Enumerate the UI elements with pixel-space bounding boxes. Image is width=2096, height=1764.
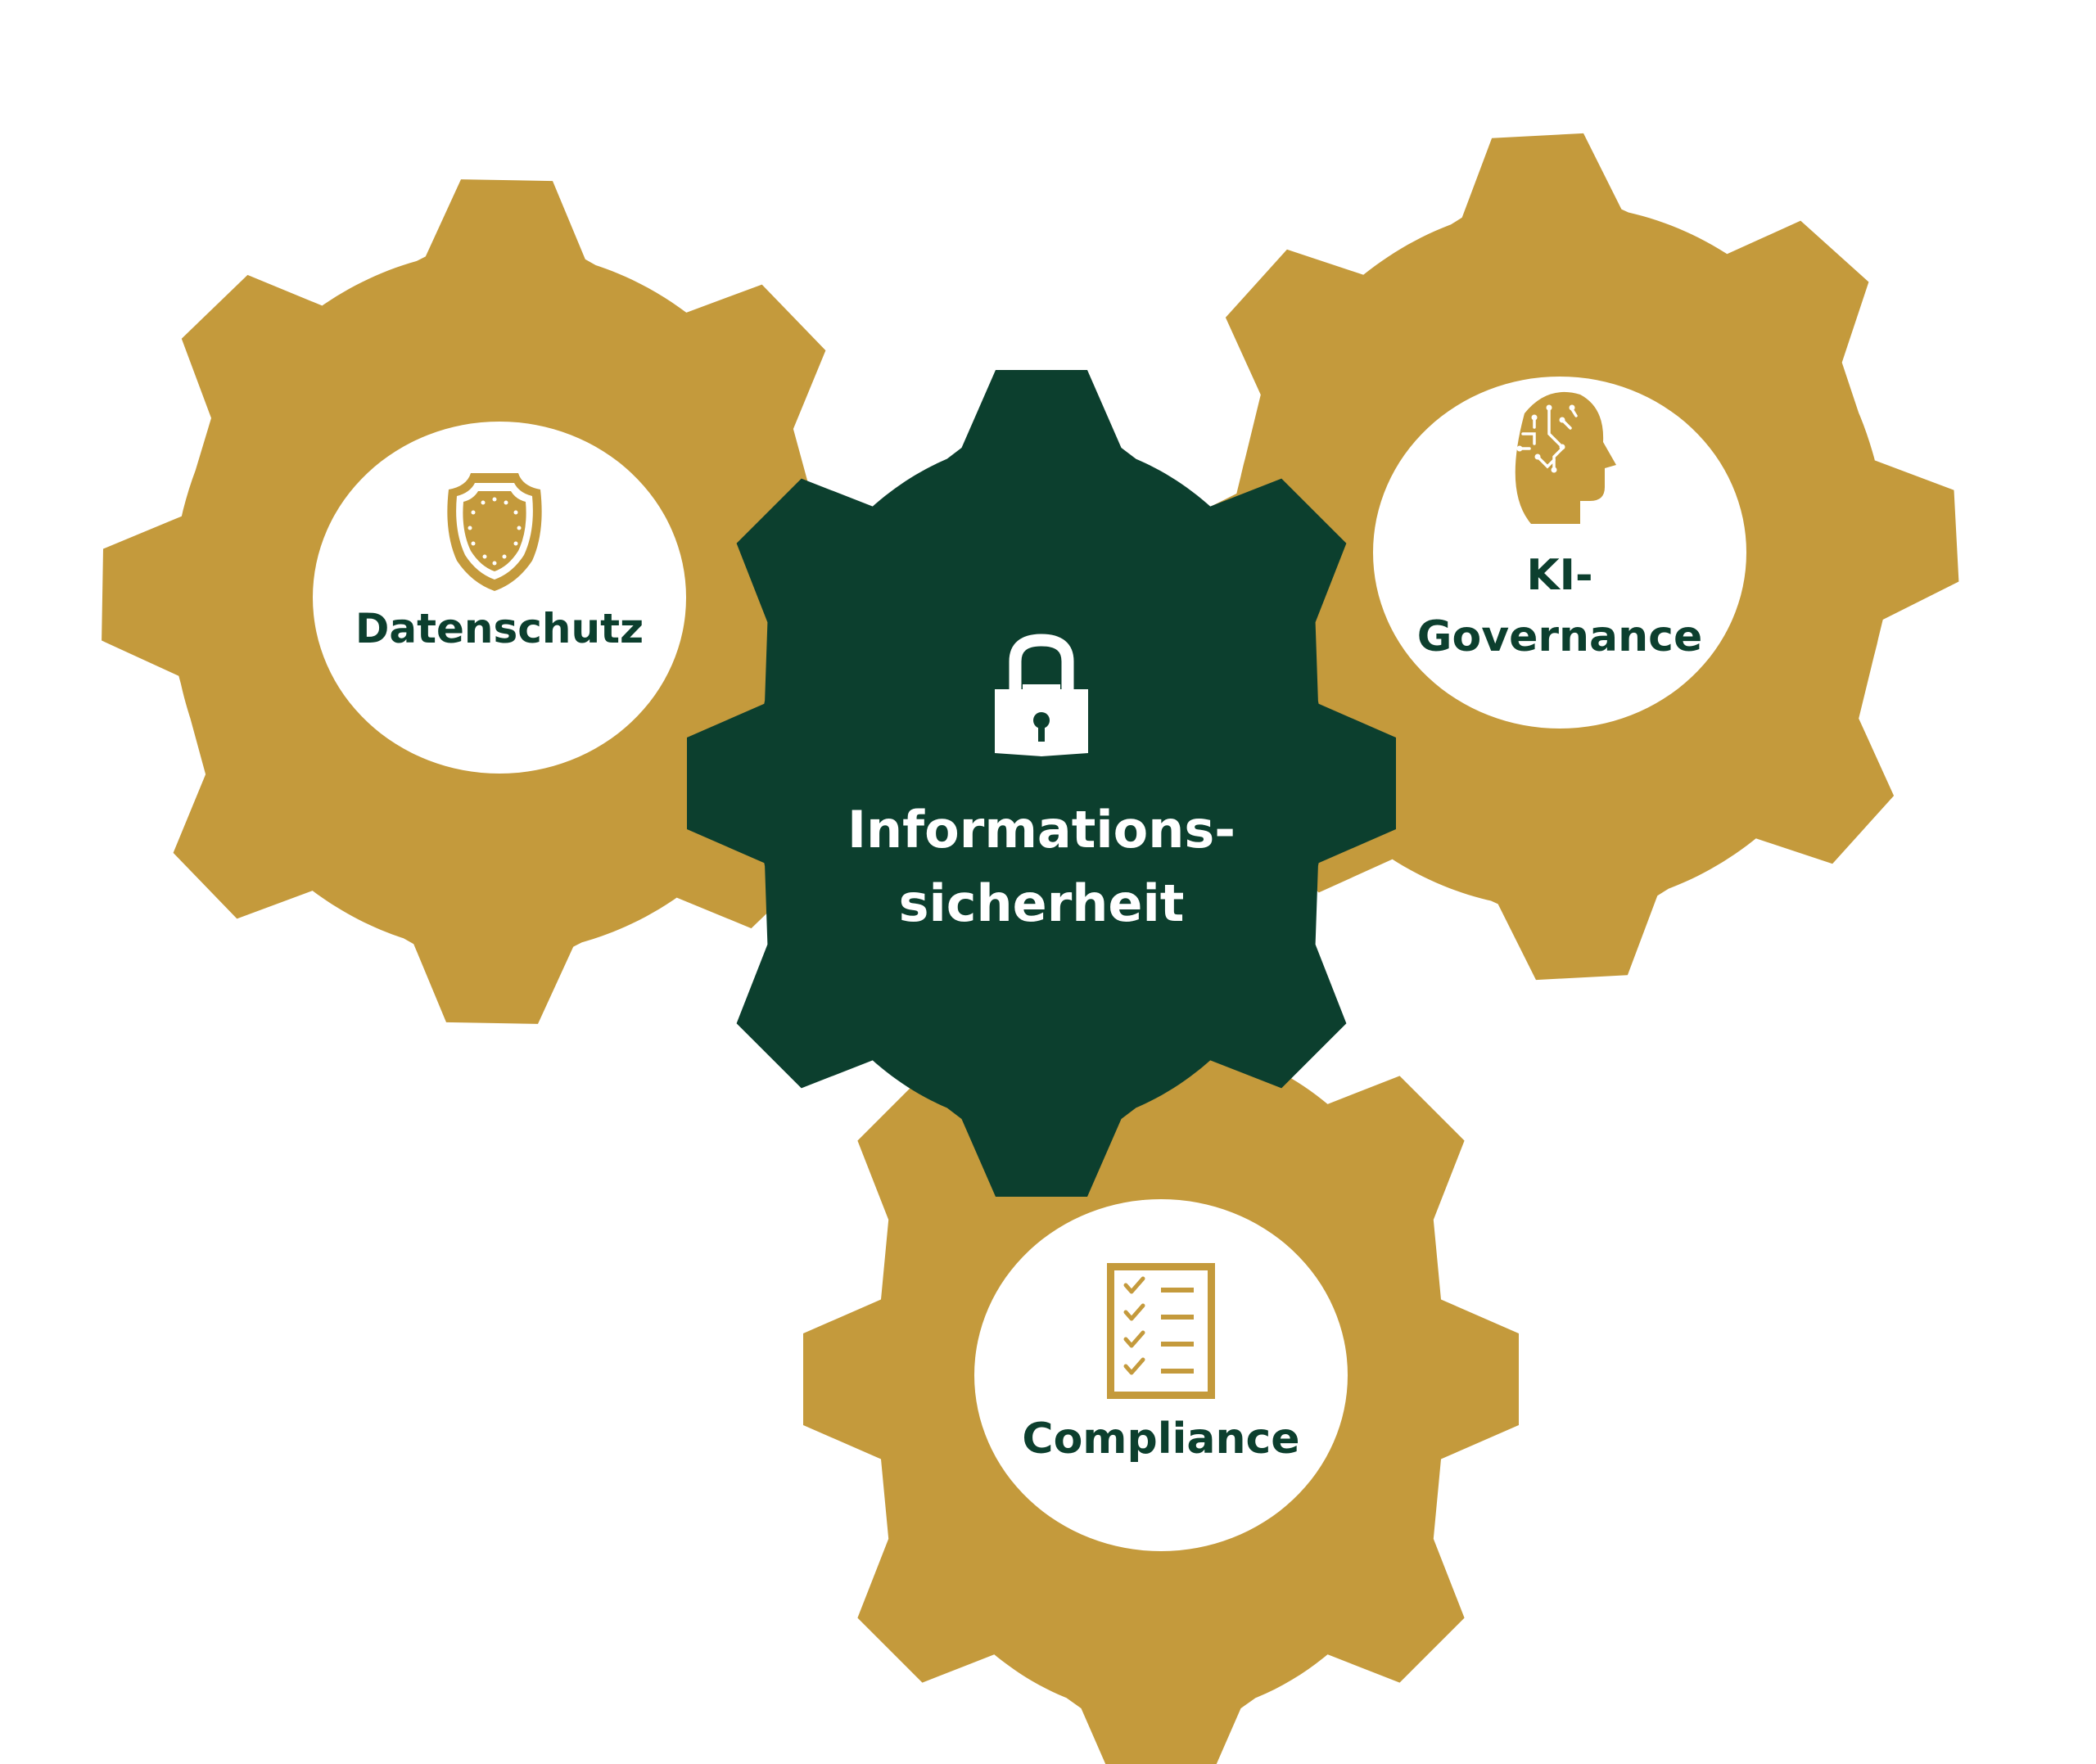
- gear-label-compliance: Compliance: [1022, 1414, 1299, 1464]
- gear-label-ki-governance-line2: Governance: [1417, 612, 1702, 661]
- gear-label-informationssicherheit-line2: sicherheit: [899, 873, 1185, 933]
- shield-icon: [447, 473, 542, 591]
- gear-informationssicherheit: Informations- sicherheit: [687, 370, 1396, 1197]
- checklist-icon: [1107, 1263, 1215, 1399]
- gear-compliance: Compliance: [803, 972, 1519, 1764]
- gear-hub-datenschutz: [313, 422, 686, 774]
- gear-hub-ki-governance: [1373, 377, 1746, 729]
- gear-label-datenschutz: Datenschutz: [355, 605, 644, 652]
- padlock-icon: [995, 634, 1088, 756]
- gear-body-informationssicherheit: [687, 370, 1396, 1197]
- gear-label-ki-governance-line1: KI-: [1526, 551, 1592, 600]
- gear-label-informationssicherheit-line1: Informations-: [847, 800, 1235, 859]
- ai-head-icon: [1515, 391, 1616, 524]
